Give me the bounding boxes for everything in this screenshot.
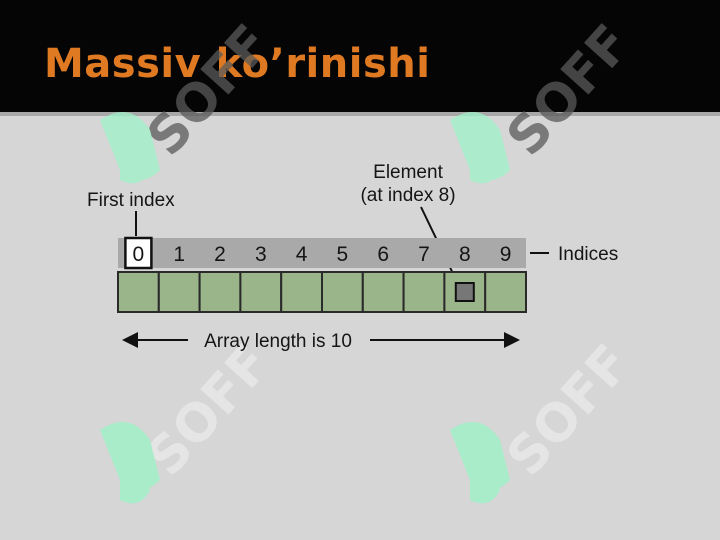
- array-cell-3: [239, 271, 283, 313]
- array-cell-4: [280, 271, 324, 313]
- length-label: Array length is 10: [204, 331, 352, 352]
- array-cell-5: [321, 271, 364, 313]
- slide-title: Massiv ko’rinishi: [44, 41, 431, 87]
- index-band: [118, 238, 526, 268]
- array-cell-1: [157, 271, 201, 313]
- first-index-box: [124, 236, 153, 270]
- element-marker: [454, 282, 475, 302]
- first-index-label: First index: [87, 190, 175, 211]
- index-label-7: 7: [418, 243, 430, 266]
- element-label-line2: (at index 8): [360, 185, 455, 206]
- length-arrowhead-right: [504, 332, 520, 348]
- index-label-8: 8: [459, 243, 471, 266]
- array-cell-6: [361, 271, 405, 313]
- array-cell-7: [402, 271, 446, 313]
- index-label-1: 1: [173, 243, 185, 266]
- index-label-5: 5: [337, 243, 349, 266]
- header-bar: [0, 0, 720, 112]
- index-label-0: 0: [133, 243, 145, 266]
- index-label-6: 6: [377, 243, 389, 266]
- index-label-3: 3: [255, 243, 267, 266]
- index-labels: 0 1 2 3 4 5 6 7 8 9: [124, 236, 512, 270]
- array-cells: [117, 271, 528, 313]
- indices-label: Indices: [558, 244, 618, 265]
- index-label-9: 9: [500, 243, 512, 266]
- header-divider: [0, 112, 720, 116]
- array-diagram: First index Element (at index 8) Indices…: [87, 162, 618, 352]
- index-label-4: 4: [296, 243, 308, 266]
- length-arrowhead-left: [122, 332, 138, 348]
- array-cell-9: [484, 271, 528, 313]
- array-cell-0: [117, 271, 160, 313]
- index-label-2: 2: [214, 243, 226, 266]
- array-cell-2: [198, 271, 242, 313]
- element-label-line1: Element: [373, 162, 443, 183]
